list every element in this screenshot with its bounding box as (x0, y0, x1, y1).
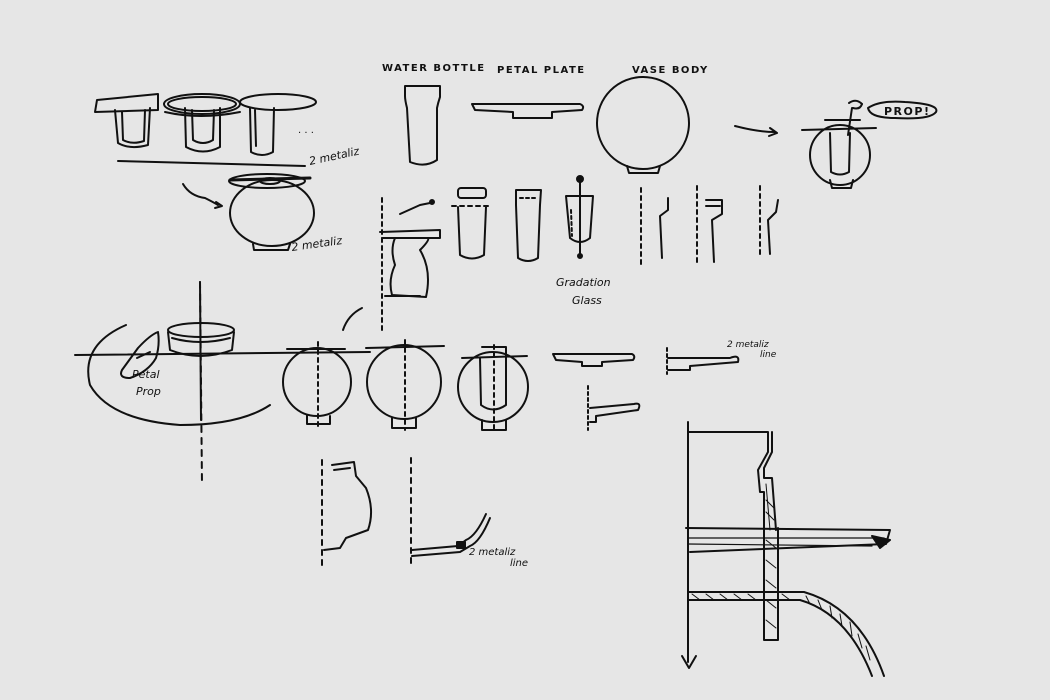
label-prop-small: Prop (136, 385, 161, 398)
label-petal: Petal (132, 368, 160, 381)
large-section-detail (681, 421, 891, 677)
vase-view-3 (457, 344, 529, 433)
bottom-profile-1 (321, 459, 372, 567)
vase-view-1 (282, 341, 352, 431)
cup-sketch-1 (94, 93, 159, 149)
cup-sketch-group: . . . (94, 93, 317, 167)
label-water-bottle: WATER BOTTLE (382, 63, 486, 74)
cup-sketch-2 (163, 93, 241, 153)
ellipsis-dots: . . . (298, 125, 314, 136)
label-petal-plate: PETAL PLATE (497, 65, 586, 76)
plate-profile-1 (552, 353, 636, 367)
plate-profile-3 (587, 385, 641, 431)
label-glass: Glass (572, 294, 602, 307)
vase-view-2 (365, 339, 445, 431)
label-metalic-bottom-right: 2 metaliz (469, 547, 516, 558)
top-view-sketch (74, 281, 371, 486)
cup-sketch-3 (239, 93, 317, 156)
metalic-label-top: 2 metaliz (308, 145, 361, 168)
arrow-to-prop (734, 125, 776, 133)
metalic-label-bottom: 2 metaliz (291, 234, 343, 254)
petal-plate-sketch (471, 103, 585, 119)
gradation-glass-sketch (565, 175, 594, 259)
label-line-bottom: line (510, 558, 528, 569)
label-prop: PROP! (884, 105, 930, 118)
plate-profile-2 (666, 347, 740, 375)
label-metalic-line: 2 metaliz (727, 340, 769, 350)
prop-assembly-sketch (801, 99, 877, 189)
prop-speech-bubble (867, 100, 938, 120)
bottle-section-2 (515, 189, 542, 262)
profile-slice-group (640, 185, 779, 265)
bottom-profile-2 (410, 457, 491, 567)
bottle-section-1 (451, 187, 493, 260)
label-line: line (760, 350, 777, 360)
shelf-line (117, 160, 306, 167)
vase-body-sketch (596, 76, 690, 174)
label-vase-body: VASE BODY (632, 65, 709, 76)
water-bottle-sketch (404, 85, 441, 166)
bowl-sketch (182, 173, 315, 251)
curve-arrow (342, 307, 363, 331)
label-gradation: Gradation (556, 276, 611, 289)
arrow-curve (182, 183, 219, 206)
section-sketch-1 (379, 197, 441, 331)
